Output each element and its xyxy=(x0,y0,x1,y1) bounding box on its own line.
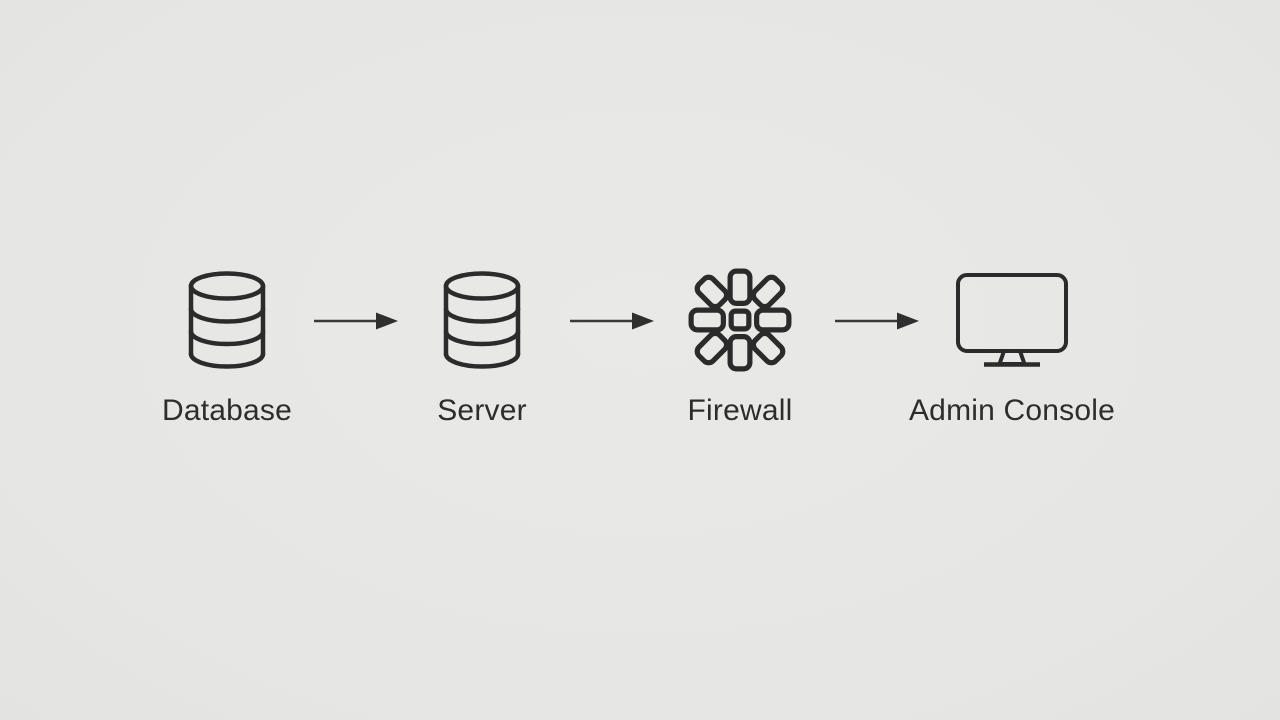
firewall-asterisk-icon xyxy=(688,266,792,374)
node-server: Server xyxy=(367,266,597,427)
database-cylinder-icon xyxy=(441,266,523,374)
arrow-firewall-to-admin-console xyxy=(833,309,921,333)
database-cylinder-icon xyxy=(186,266,268,374)
node-label-admin-console: Admin Console xyxy=(908,394,1116,427)
monitor-icon xyxy=(953,266,1071,374)
node-label-firewall: Firewall xyxy=(687,394,793,427)
node-label-server: Server xyxy=(437,394,527,427)
node-label-database: Database xyxy=(161,394,293,427)
node-firewall: Firewall xyxy=(625,266,855,427)
arrow-database-to-server xyxy=(312,309,400,333)
arrow-server-to-firewall xyxy=(568,309,656,333)
node-database: Database xyxy=(112,266,342,427)
node-admin-console: Admin Console xyxy=(897,266,1127,427)
